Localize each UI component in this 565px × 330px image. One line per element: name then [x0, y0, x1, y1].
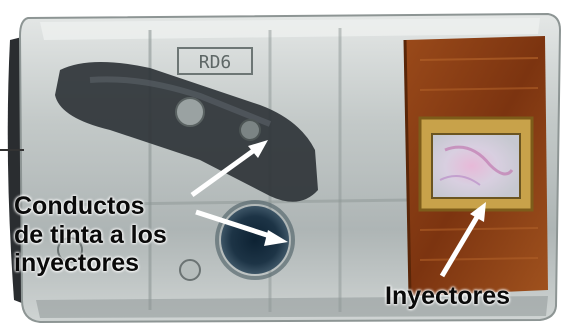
pin — [239, 119, 261, 141]
ink-channels-label: Conductos de tinta a los inyectores — [14, 192, 167, 277]
arrow-to-upper-channel — [190, 140, 268, 198]
nozzle-pattern — [444, 145, 514, 176]
nozzle-pattern — [439, 175, 481, 186]
ink-channel-upper — [55, 61, 318, 202]
molded-text-box — [177, 47, 253, 75]
top-rim — [40, 18, 540, 40]
arrow-to-injectors — [439, 202, 486, 278]
pin — [179, 259, 201, 281]
circuit-trace — [419, 57, 539, 61]
nozzle-plate — [431, 133, 521, 199]
circuit-trace — [419, 257, 539, 261]
molded-text: RD6 — [199, 52, 232, 73]
flex-circuit-edge — [403, 39, 412, 297]
pin — [175, 97, 205, 127]
pin — [57, 237, 83, 263]
molding-line — [39, 198, 411, 207]
circuit-trace — [419, 227, 539, 231]
injectors-label: Inyectores — [385, 282, 511, 310]
ink-channel-highlight — [89, 76, 272, 127]
circuit-trace — [419, 87, 539, 91]
ink-well-rim — [215, 200, 295, 280]
arrow-to-ink-well — [195, 209, 288, 246]
bottom-rim — [36, 296, 548, 318]
ink-well — [221, 206, 289, 274]
